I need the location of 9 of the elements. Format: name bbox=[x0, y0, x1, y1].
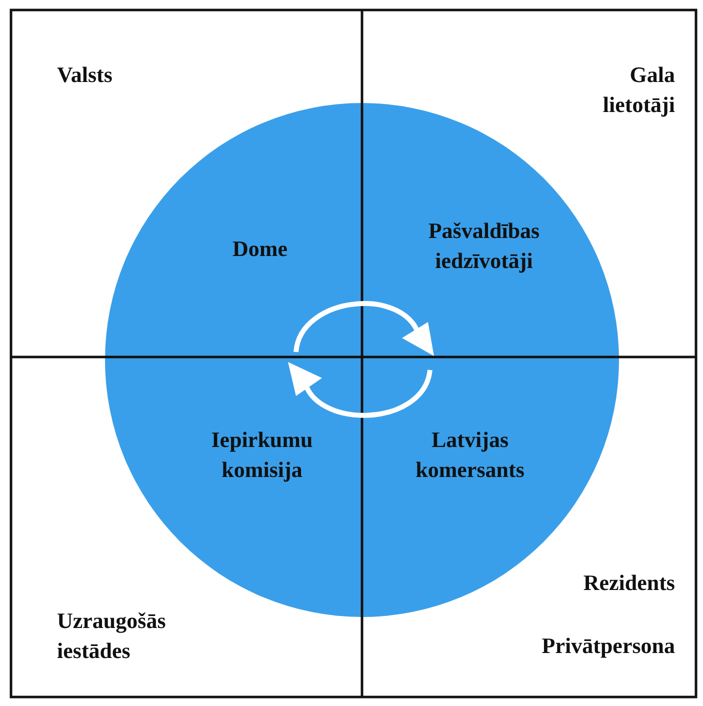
quadrant-label: Privātpersona bbox=[540, 632, 675, 660]
quadrant-label: Pašvaldības iedzīvotāji bbox=[427, 217, 541, 275]
quadrant-label: Rezidents bbox=[582, 569, 675, 597]
quadrant-label: Gala lietotāji bbox=[602, 61, 675, 119]
quadrant-label: Iepirkumu komisija bbox=[210, 426, 314, 484]
quadrant-label: Valsts bbox=[57, 61, 114, 89]
quadrant-label: Dome bbox=[232, 235, 288, 263]
quadrant-label: Uzraugošās iestādes bbox=[57, 607, 167, 665]
quadrant-label: Latvijas komersants bbox=[414, 426, 526, 484]
